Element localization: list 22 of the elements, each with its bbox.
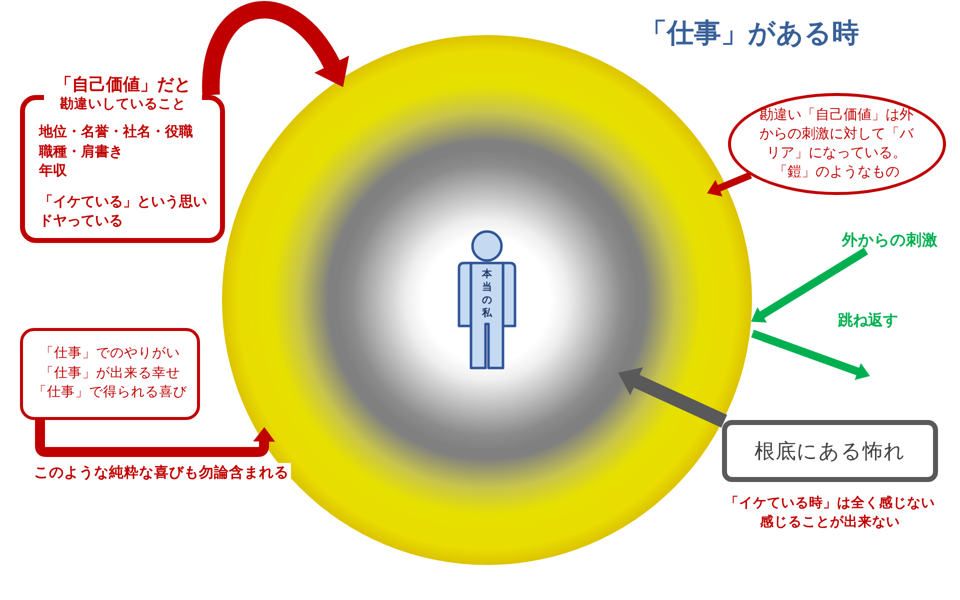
list-item: 職種・肩書き [39,143,123,162]
arrow [751,248,868,323]
note-text: 「イケている時」は全く感じない [725,494,935,513]
list-item: 「仕事」が出来る幸せ [40,364,180,383]
list-item: 年収 [39,162,67,181]
list-item: 地位・名誉・社名・役職 [39,123,193,142]
text-label: 外からの刺激 [842,230,940,251]
list-item: ドヤっている [39,212,123,231]
edge-label: このような純粋な喜びも勿論含まれる [32,463,291,483]
rounded-box [20,328,200,420]
arrow [751,330,870,380]
list-item: 「仕事」でのやりがい [40,344,180,363]
person-label: 本当の私 [481,268,493,320]
list-item: 「仕事」で得られる喜び [33,383,187,402]
note-text: 感じることが出来ない [760,513,900,532]
box-label: 根底にある怖れ [754,438,906,465]
title: 「仕事」がある時 [640,17,859,51]
arrow [618,367,728,428]
list-item: 「イケている」という思い [39,193,207,212]
arrow [35,420,276,457]
edge-label: 跳ね返す [836,310,900,330]
arrow [707,172,752,197]
